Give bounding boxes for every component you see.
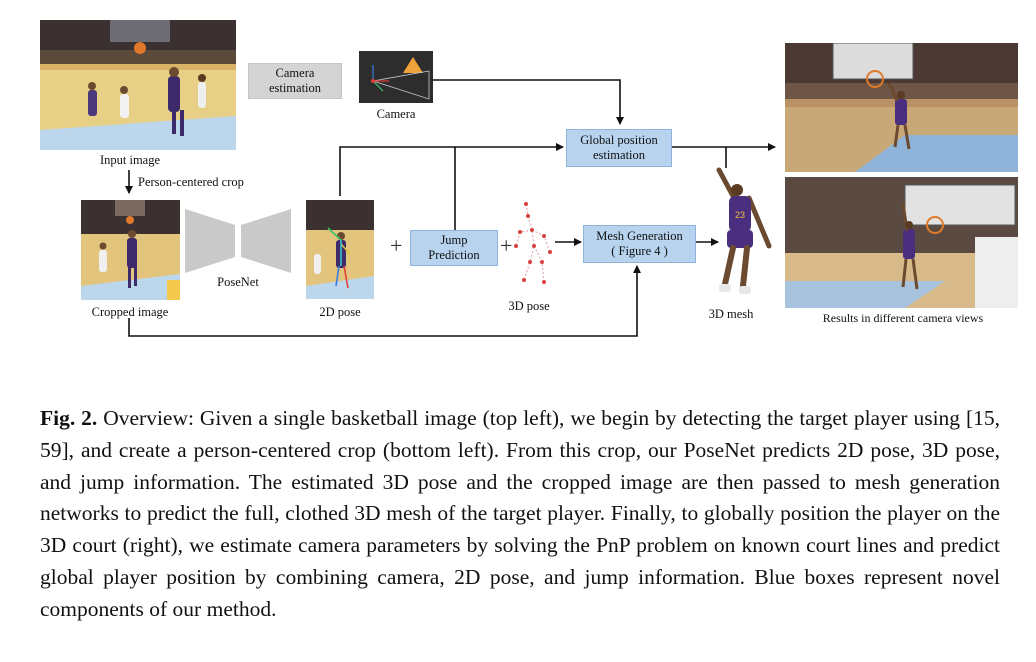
pose-3d-label: 3D pose [508,299,550,313]
camera-estimation-line2: estimation [268,81,322,95]
posenet-shape [185,209,291,273]
result-view-bottom [785,177,1018,308]
global-position-line1: Global position [580,133,658,147]
mesh-3d-label: 3D mesh [708,307,754,321]
pose-2d-image [306,200,374,299]
caption-label: Fig. 2. [40,406,98,430]
input-image-label: Input image [99,153,161,167]
svg-text:23: 23 [735,210,745,220]
pose-3d-skeleton [508,196,556,296]
arrow-camera-global [433,79,624,125]
input-image [40,20,236,150]
results-label: Results in different camera views [822,311,984,325]
person-centered-crop-label: Person-centered crop [138,175,244,189]
caption-text: Overview: Given a single basketball imag… [40,406,1001,621]
jump-prediction-line2: Prediction [428,248,480,262]
plus-sign-1: + [390,233,403,258]
pose-2d-label: 2D pose [319,305,361,319]
camera-label: Camera [376,107,416,121]
arrow-crop-mesh [128,265,641,337]
mesh-generation-box: Mesh Generation( Figure 4 ) [583,225,696,263]
camera-estimation-line1: Camera [275,66,315,80]
mesh-3d-render: 23 [703,166,779,300]
camera-icon [359,51,433,103]
mesh-generation-line2: ( Figure 4 ) [611,244,668,258]
arrow-2dpose-global [339,143,564,196]
mesh-generation-line1: Mesh Generation [596,229,683,243]
pipeline-arrows [125,79,776,337]
cropped-image [81,200,180,300]
global-position-line2: estimation [592,148,646,162]
cropped-image-label: Cropped image [91,305,169,319]
jump-prediction-line1: Jump [440,233,468,247]
figure-caption: Fig. 2. Overview: Given a single basketb… [40,403,1000,626]
plus-sign-2: + [500,233,513,258]
result-view-top [785,43,1018,172]
posenet-label: PoseNet [217,275,259,289]
